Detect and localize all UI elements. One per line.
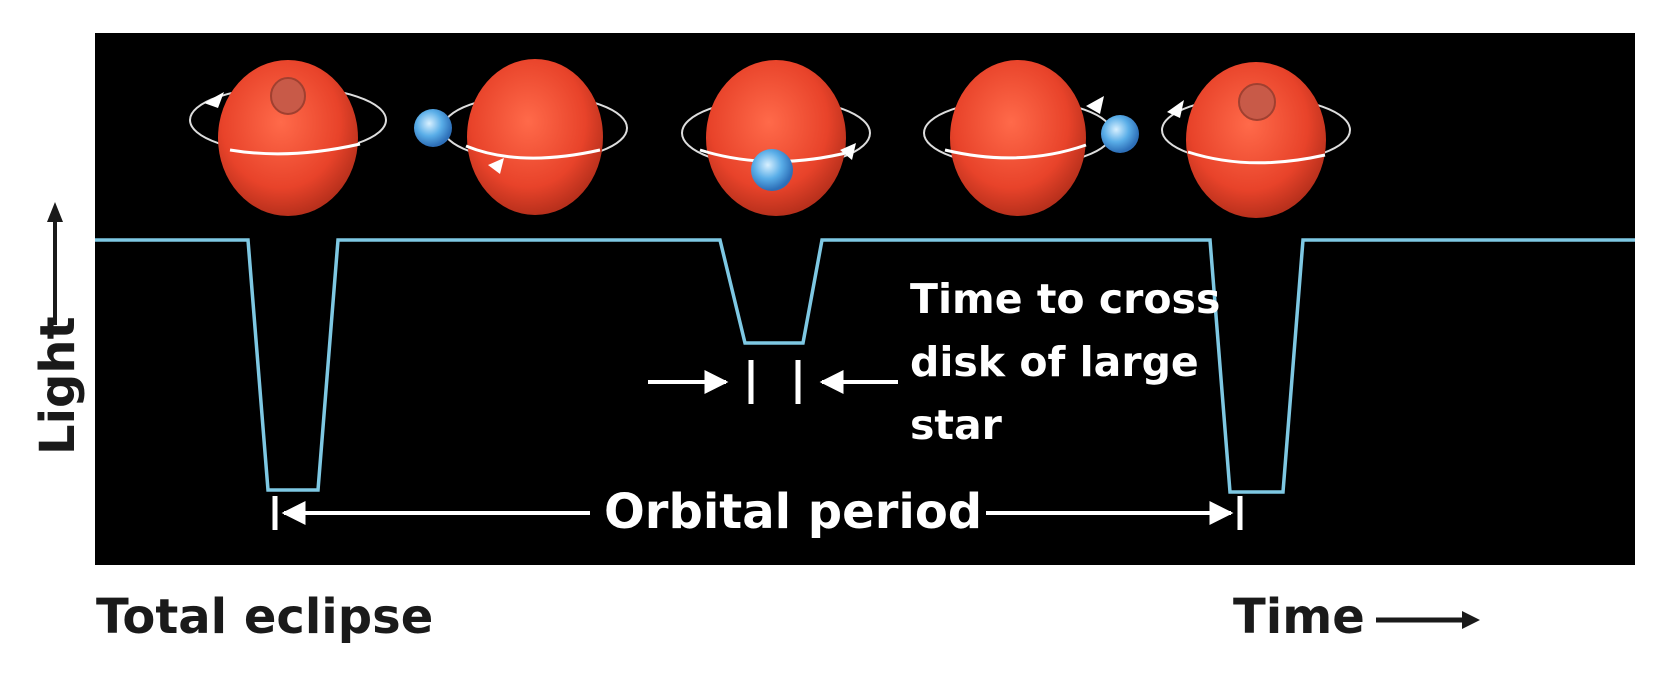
orbit-arrow-icon [488, 158, 504, 174]
cross-time-line-1: Time to cross [910, 275, 1221, 323]
phase-partial-eclipse [681, 60, 871, 216]
small-star [751, 149, 793, 191]
small-star [1101, 115, 1139, 153]
hidden-small-star [1238, 83, 1276, 121]
large-star [467, 59, 603, 215]
axis-arrow-icon [47, 202, 63, 222]
phase-total-eclipse-repeat [1161, 62, 1351, 218]
phase-quarter-left [414, 59, 628, 215]
cross-time-label: Time to cross disk of large star [910, 268, 1220, 457]
orbital-period-marker [272, 496, 1243, 530]
time-axis-arrow [1376, 611, 1480, 629]
total-eclipse-label: Total eclipse [96, 589, 434, 645]
large-star [950, 60, 1086, 216]
time-axis-label: Time [1233, 589, 1365, 645]
cross-time-marker [648, 360, 898, 404]
large-star [706, 60, 846, 216]
orbit-arrow-icon [1086, 96, 1104, 114]
orbit-arrow-icon [204, 92, 224, 108]
cross-time-line-2: disk of large [910, 338, 1199, 386]
orbit-arrow-icon [840, 143, 856, 160]
phase-total-eclipse [189, 60, 387, 216]
hidden-small-star [270, 77, 306, 115]
orbital-period-label: Orbital period [600, 483, 987, 541]
light-axis-arrow [47, 202, 63, 325]
phase-quarter-right [923, 60, 1139, 216]
cross-time-line-3: star [910, 401, 1002, 449]
large-star [1186, 62, 1326, 218]
light-axis-label: Light [30, 316, 86, 455]
orbit-arrow-icon [1167, 100, 1184, 118]
small-star [414, 109, 452, 147]
light-curve [95, 238, 1635, 494]
large-star [218, 60, 358, 216]
axis-arrow-icon [1462, 611, 1480, 629]
